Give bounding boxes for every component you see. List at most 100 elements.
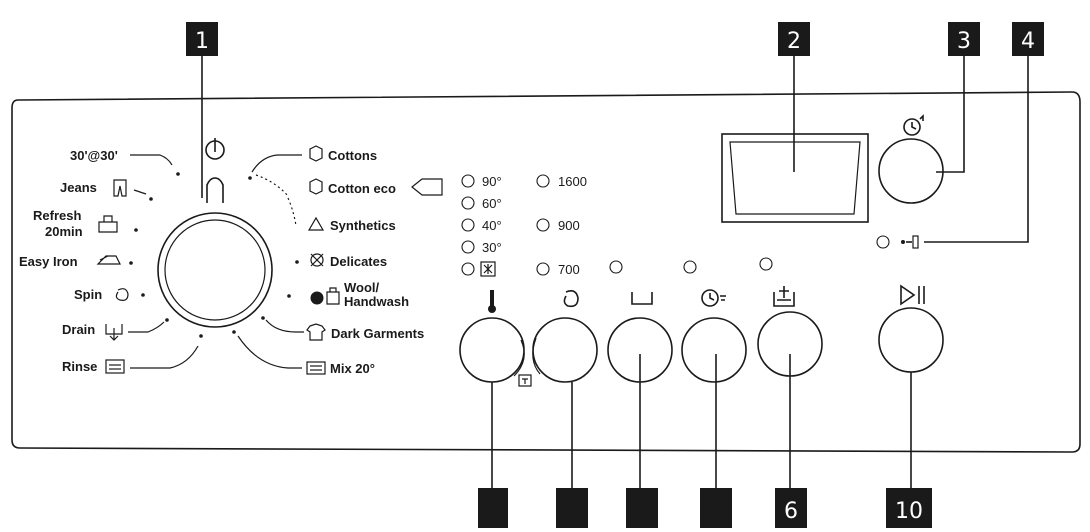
callout-blank-3-box — [626, 488, 658, 528]
programme-mix-20: Mix 20° — [330, 361, 375, 376]
spin-icon — [115, 288, 129, 301]
thermometer-icon — [488, 290, 496, 313]
programme-jeans: Jeans — [60, 180, 97, 195]
temp-led-30 — [461, 240, 475, 254]
time-manager-icon — [701, 289, 726, 307]
temp-40: 40° — [482, 218, 502, 233]
spin-speed-icon — [563, 290, 579, 308]
callout-2-box — [778, 22, 810, 56]
callout-4-leader — [924, 56, 1029, 243]
leader-dark-garments — [265, 319, 304, 333]
programme-dial-pointer — [206, 177, 224, 203]
callout-2: 2 — [787, 29, 801, 54]
leader-mix-20 — [237, 335, 302, 369]
jeans-icon — [113, 179, 127, 197]
temp-60: 60° — [482, 196, 502, 211]
callout-1: 1 — [195, 29, 209, 54]
display — [721, 133, 869, 223]
leader-jeans — [133, 189, 147, 195]
leader-synthetics — [287, 197, 297, 227]
programme-easy-iron: Easy Iron — [19, 254, 78, 269]
delay-timer-icon — [903, 114, 924, 136]
programme-delicates: Delicates — [330, 254, 387, 269]
spin-1600: 1600 — [558, 174, 587, 189]
door-lock-led — [876, 235, 890, 249]
programme-rinse: Rinse — [62, 359, 97, 374]
wool-icon — [310, 287, 340, 305]
callout-6-box — [775, 488, 807, 528]
cottons-icon — [309, 145, 323, 162]
spin-button[interactable] — [532, 317, 598, 383]
option-led-3 — [759, 257, 773, 271]
spin-options: 1600 900 700 — [536, 174, 587, 277]
temp-led-40 — [461, 218, 475, 232]
programme-drain: Drain — [62, 322, 95, 337]
refresh-icon — [98, 215, 118, 233]
temp-led-60 — [461, 196, 475, 210]
callout-3-leader — [936, 56, 965, 173]
callout-6: 6 — [784, 499, 798, 524]
child-lock-icon — [518, 374, 532, 387]
temperature-options: 90° 60° 40° 30° — [461, 174, 502, 277]
temp-led-90 — [461, 174, 475, 188]
easy-iron-icon — [96, 255, 121, 265]
panel-outline — [11, 91, 1081, 453]
programme-30-30: 30'@30' — [70, 148, 118, 163]
callout-4-box — [1012, 22, 1044, 56]
programme-dark-garments: Dark Garments — [331, 326, 424, 341]
callout-3: 3 — [957, 29, 971, 54]
programme-refresh: Refresh — [33, 208, 81, 223]
start-pause-icon — [900, 284, 925, 306]
option-led-2 — [683, 260, 697, 274]
synthetics-icon — [307, 216, 325, 231]
mix-20-icon — [306, 361, 326, 375]
programme-spin: Spin — [74, 287, 102, 302]
callout-10: 10 — [895, 499, 923, 524]
callout-blank-4-box — [700, 488, 732, 528]
start-pause-button[interactable] — [878, 307, 944, 373]
time-manager-button[interactable] — [681, 317, 747, 383]
drain-icon — [105, 324, 123, 341]
temp-30: 30° — [482, 240, 502, 255]
temp-90: 90° — [482, 174, 502, 189]
power-icon — [205, 138, 225, 160]
cotton-eco-icon — [309, 178, 323, 195]
programme-wool: Wool/ — [344, 280, 380, 295]
spin-700: 700 — [558, 262, 580, 277]
callout-1-box — [186, 22, 218, 56]
temp-led-cold — [461, 262, 475, 276]
dark-garments-icon — [306, 323, 326, 341]
prewash-icon — [631, 292, 653, 305]
cold-icon — [480, 261, 496, 277]
callout-3-box — [948, 22, 980, 56]
option-led-1 — [609, 260, 623, 274]
delicates-icon — [310, 253, 324, 267]
programme-synthetics: Synthetics — [330, 218, 396, 233]
callout-blank-2-box — [556, 488, 588, 528]
leader-cotton-eco — [255, 174, 289, 197]
programme-handwash: Handwash — [344, 294, 409, 309]
callout-10-box — [886, 488, 932, 528]
temperature-button[interactable] — [459, 317, 525, 383]
eco-tag-icon — [411, 178, 443, 196]
leader-30-30 — [130, 154, 173, 166]
spin-led-700 — [536, 262, 550, 276]
delay-start-button[interactable] — [878, 138, 944, 204]
leader-rinse — [130, 345, 199, 369]
programme-refresh-20min: 20min — [45, 224, 83, 239]
spin-900: 900 — [558, 218, 580, 233]
programme-cotton-eco: Cotton eco — [328, 181, 396, 196]
programme-cottons: Cottons — [328, 148, 377, 163]
extra-rinse-icon — [773, 286, 795, 307]
leader-cottons — [251, 154, 302, 173]
callout-blank-1-box — [478, 488, 508, 528]
programme-dial[interactable] — [157, 212, 273, 328]
spin-led-900 — [536, 218, 550, 232]
spin-led-1600 — [536, 174, 550, 188]
rinse-icon — [105, 359, 125, 374]
programme-dial-inner — [164, 219, 266, 321]
leader-drain — [128, 321, 165, 333]
callout-4: 4 — [1021, 29, 1035, 54]
